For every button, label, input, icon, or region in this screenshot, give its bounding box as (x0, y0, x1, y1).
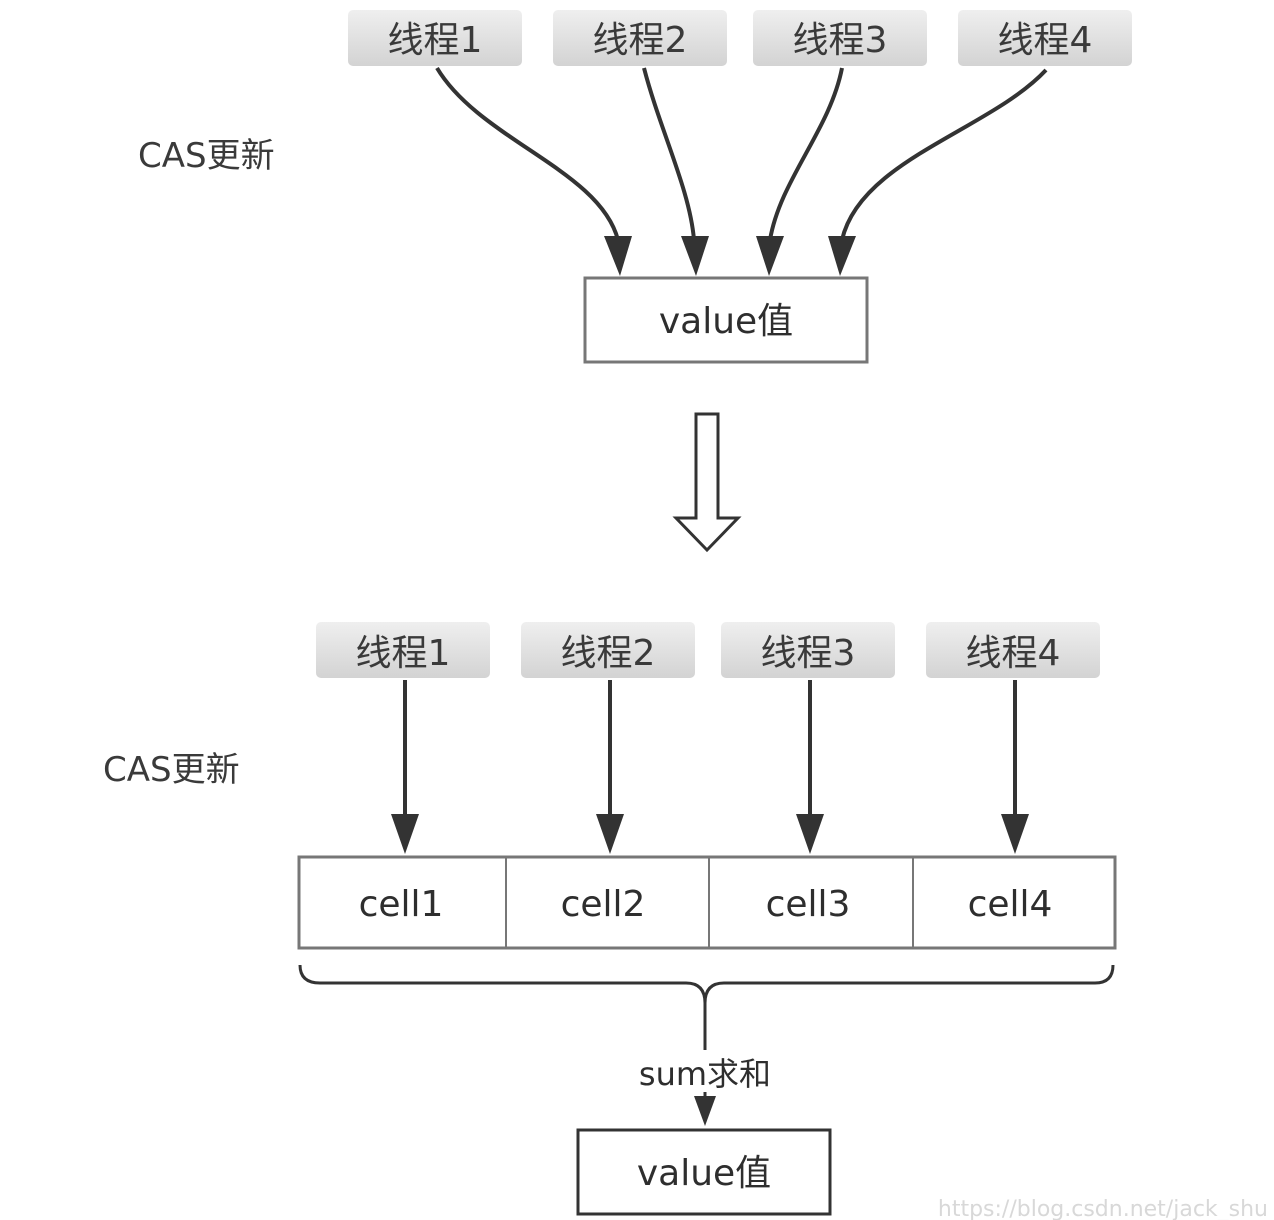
curved-arrow-3 (768, 67, 844, 241)
watermark: https://blog.csdn.net/jack_shu (938, 1197, 1268, 1220)
top-value-box (583, 276, 869, 364)
arrowhead-3 (796, 814, 824, 854)
sum-arrowhead (694, 1096, 716, 1126)
top-cas-label: CAS更新 (138, 136, 275, 176)
arrowhead-2 (596, 814, 624, 854)
cell-label: cell1 (359, 884, 444, 925)
thread-box (553, 10, 727, 66)
top-thread-4: 线程4 (958, 10, 1132, 66)
bottom-thread-1: 线程1 (316, 622, 490, 678)
arrowhead-2 (681, 236, 709, 276)
thread-label: 线程3 (793, 20, 888, 61)
top-section: 线程1 线程2 线程3 线程4 CAS更新 (138, 10, 1132, 364)
curved-arrow-4 (840, 68, 1048, 241)
thread-label: 线程3 (761, 633, 856, 674)
bottom-thread-row: 线程1 线程2 线程3 线程4 (316, 622, 1100, 678)
bottom-cas-label: CAS更新 (103, 750, 240, 790)
thread-box (348, 10, 522, 66)
thread-label: 线程4 (998, 20, 1093, 61)
bottom-value-label: value值 (637, 1153, 771, 1194)
curved-arrow-2 (642, 67, 696, 241)
curved-arrow-1 (435, 66, 620, 241)
top-thread-row: 线程1 线程2 线程3 线程4 (348, 10, 1132, 66)
thread-label: 线程2 (593, 20, 688, 61)
top-value-label: value值 (659, 301, 793, 342)
thread-label: 线程1 (388, 20, 483, 61)
bottom-thread-2: 线程2 (521, 622, 695, 678)
thread-box (753, 10, 927, 66)
thread-label: 线程4 (966, 633, 1061, 674)
sum-brace-icon (298, 964, 1115, 1050)
sum-label: sum求和 (639, 1055, 771, 1093)
thread-label: 线程2 (561, 633, 656, 674)
thread-box (721, 622, 895, 678)
arrowhead-3 (756, 236, 784, 276)
top-thread-1: 线程1 (348, 10, 522, 66)
thread-label: 线程1 (356, 633, 451, 674)
arrowhead-1 (391, 814, 419, 854)
top-arrows (435, 66, 1048, 241)
bottom-arrows (403, 680, 1017, 818)
thread-box (521, 622, 695, 678)
cell-label: cell2 (561, 884, 646, 925)
top-thread-2: 线程2 (553, 10, 727, 66)
bottom-arrowheads (391, 814, 1029, 854)
bottom-section: 线程1 线程2 线程3 线程4 CAS更新 (103, 622, 1117, 1216)
bottom-thread-4: 线程4 (926, 622, 1100, 678)
cell-array: cell1 cell2 cell3 cell4 (297, 855, 1117, 950)
arrowhead-4 (1001, 814, 1029, 854)
bottom-value-box (576, 1128, 832, 1216)
thread-box (958, 10, 1132, 66)
arrowhead-1 (604, 236, 632, 276)
cell-label: cell4 (968, 884, 1053, 925)
thread-box (926, 622, 1100, 678)
top-arrowheads (604, 236, 856, 276)
top-thread-3: 线程3 (753, 10, 927, 66)
arrowhead-4 (828, 236, 856, 276)
cell-label: cell3 (766, 884, 851, 925)
cell-array-box (297, 855, 1117, 950)
thread-box (316, 622, 490, 678)
bottom-thread-3: 线程3 (721, 622, 895, 678)
transition-arrow-icon (672, 412, 742, 553)
